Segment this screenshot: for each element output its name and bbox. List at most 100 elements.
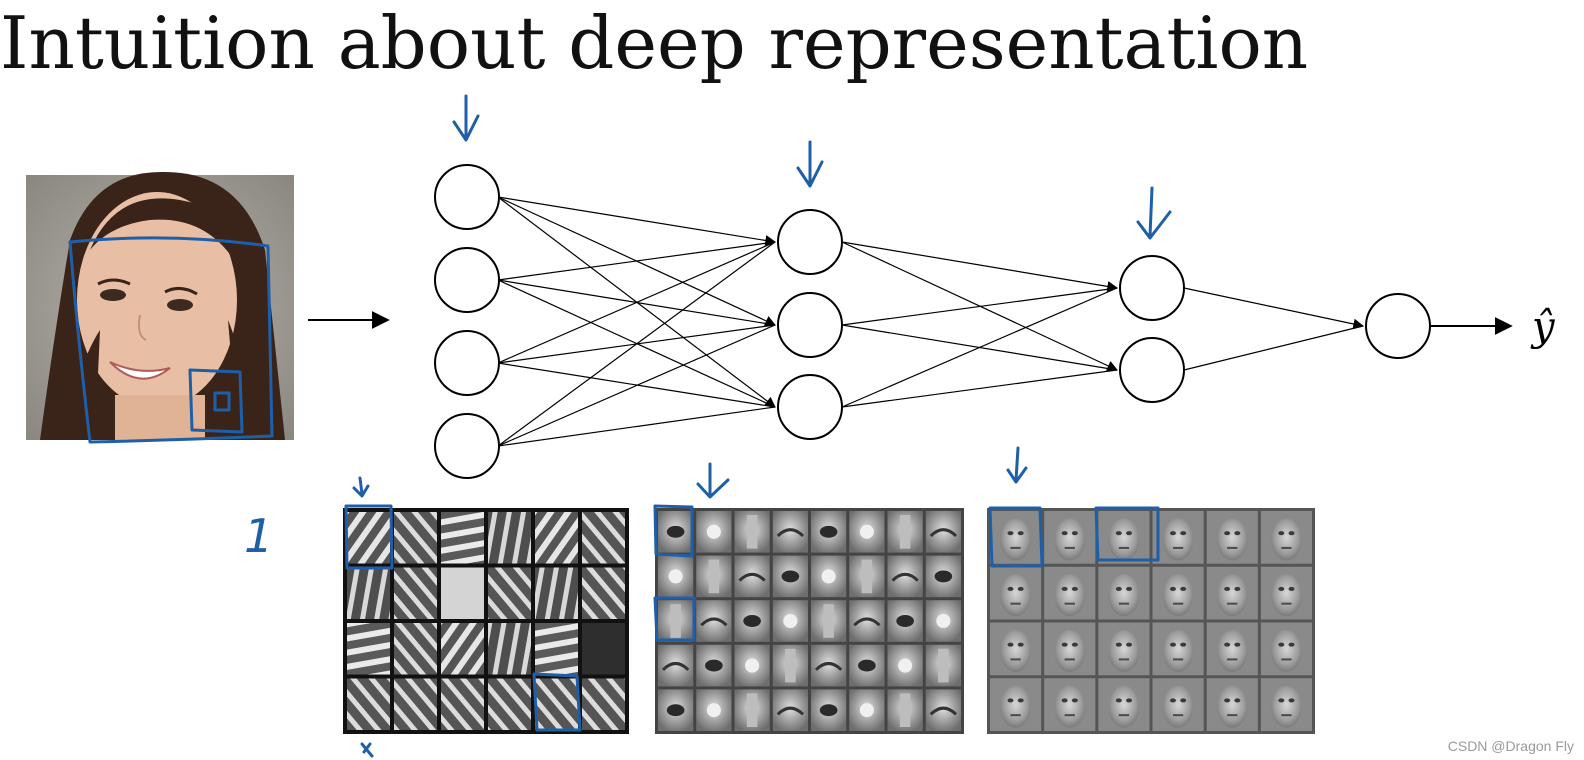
face-part-cell bbox=[658, 600, 694, 642]
edge-feature-cell bbox=[347, 512, 390, 564]
edge-feature-cell bbox=[582, 678, 625, 730]
face-cell bbox=[1206, 566, 1258, 620]
edge-feature-cell bbox=[394, 512, 437, 564]
neuron bbox=[434, 330, 500, 396]
face-cell bbox=[1152, 511, 1204, 564]
face-cell bbox=[1206, 678, 1258, 731]
face-part-cell bbox=[658, 511, 694, 553]
output-layer bbox=[1365, 293, 1431, 359]
face-part-cell bbox=[696, 689, 732, 731]
face-cell bbox=[1260, 678, 1312, 731]
face-part-cell bbox=[772, 555, 808, 598]
face-cell bbox=[1260, 622, 1312, 676]
edge-feature-cell bbox=[582, 623, 625, 675]
face-cell bbox=[1044, 622, 1096, 676]
edge-feature-cell bbox=[535, 623, 578, 675]
face-part-cell bbox=[887, 555, 923, 598]
face-cell bbox=[990, 566, 1042, 620]
face-cell bbox=[1044, 678, 1096, 731]
hidden-layer-1 bbox=[434, 164, 500, 479]
edge-feature-cell bbox=[441, 567, 484, 619]
edge-feature-cell bbox=[441, 623, 484, 675]
face-part-cell bbox=[925, 511, 961, 553]
neuron bbox=[434, 247, 500, 313]
face-cell bbox=[1152, 678, 1204, 731]
face-part-cell bbox=[734, 644, 770, 687]
edge-feature-cell bbox=[441, 678, 484, 730]
face-part-cell bbox=[849, 511, 885, 553]
face-cell bbox=[1206, 511, 1258, 564]
face-part-cell bbox=[925, 689, 961, 731]
face-part-cell bbox=[925, 644, 961, 687]
face-part-cell bbox=[734, 511, 770, 553]
face-part-cell bbox=[849, 600, 885, 642]
hidden-layer-2 bbox=[777, 209, 843, 440]
handwritten-note: 1 bbox=[244, 509, 273, 563]
face-cell bbox=[1098, 622, 1150, 676]
face-part-cell bbox=[772, 600, 808, 642]
hidden-layer-3 bbox=[1119, 255, 1185, 403]
edge-feature-cell bbox=[535, 678, 578, 730]
face-part-cell bbox=[734, 689, 770, 731]
face-cell bbox=[1152, 622, 1204, 676]
neuron bbox=[434, 164, 500, 230]
slide-title: Intuition about deep representation bbox=[0, 1, 1309, 85]
face-part-cell bbox=[696, 511, 732, 553]
face-cell bbox=[1044, 566, 1096, 620]
edge-feature-cell bbox=[582, 567, 625, 619]
face-part-cell bbox=[772, 511, 808, 553]
face-part-cell bbox=[696, 644, 732, 687]
face-part-cell bbox=[849, 689, 885, 731]
face-part-cell bbox=[811, 600, 847, 642]
edge-features-grid bbox=[343, 476, 629, 758]
neuron bbox=[777, 209, 843, 275]
neuron bbox=[1119, 337, 1185, 403]
input-face-photo bbox=[26, 171, 294, 440]
edge-feature-cell bbox=[441, 512, 484, 564]
face-cell bbox=[1098, 566, 1150, 620]
face-part-cell bbox=[887, 600, 923, 642]
edge-feature-cell bbox=[394, 567, 437, 619]
face-cell bbox=[1260, 511, 1312, 564]
face-cell bbox=[1098, 511, 1150, 564]
edge-feature-cell bbox=[535, 567, 578, 619]
face-cell bbox=[990, 622, 1042, 676]
face-part-cell bbox=[811, 511, 847, 553]
face-part-cell bbox=[925, 555, 961, 598]
edge-feature-cell bbox=[394, 623, 437, 675]
face-part-cell bbox=[849, 644, 885, 687]
face-cell bbox=[1260, 566, 1312, 620]
edge-feature-cell bbox=[582, 512, 625, 564]
face-cell bbox=[990, 678, 1042, 731]
face-part-cell bbox=[734, 555, 770, 598]
face-part-features-grid bbox=[653, 462, 964, 734]
face-part-cell bbox=[772, 644, 808, 687]
edge-feature-cell bbox=[535, 512, 578, 564]
face-part-cell bbox=[925, 600, 961, 642]
photo-annotation-marks bbox=[68, 236, 274, 444]
face-part-cell bbox=[811, 644, 847, 687]
face-part-cell bbox=[849, 555, 885, 598]
edge-feature-cell bbox=[488, 567, 531, 619]
neuron bbox=[434, 413, 500, 479]
face-part-cell bbox=[887, 511, 923, 553]
face-part-cell bbox=[887, 644, 923, 687]
face-part-cell bbox=[658, 689, 694, 731]
edge-feature-cell bbox=[488, 512, 531, 564]
neuron bbox=[777, 292, 843, 358]
face-part-cell bbox=[772, 689, 808, 731]
face-cell bbox=[1044, 511, 1096, 564]
face-part-cell bbox=[658, 644, 694, 687]
edge-feature-cell bbox=[488, 678, 531, 730]
neuron bbox=[1119, 255, 1185, 321]
face-features-grid bbox=[987, 446, 1315, 734]
edge-feature-cell bbox=[347, 623, 390, 675]
edge-feature-cell bbox=[347, 678, 390, 730]
face-part-cell bbox=[734, 600, 770, 642]
face-part-cell bbox=[811, 689, 847, 731]
edge-feature-cell bbox=[394, 678, 437, 730]
edge-feature-cell bbox=[488, 623, 531, 675]
face-cell bbox=[1152, 566, 1204, 620]
output-label: ŷ bbox=[1530, 304, 1556, 350]
